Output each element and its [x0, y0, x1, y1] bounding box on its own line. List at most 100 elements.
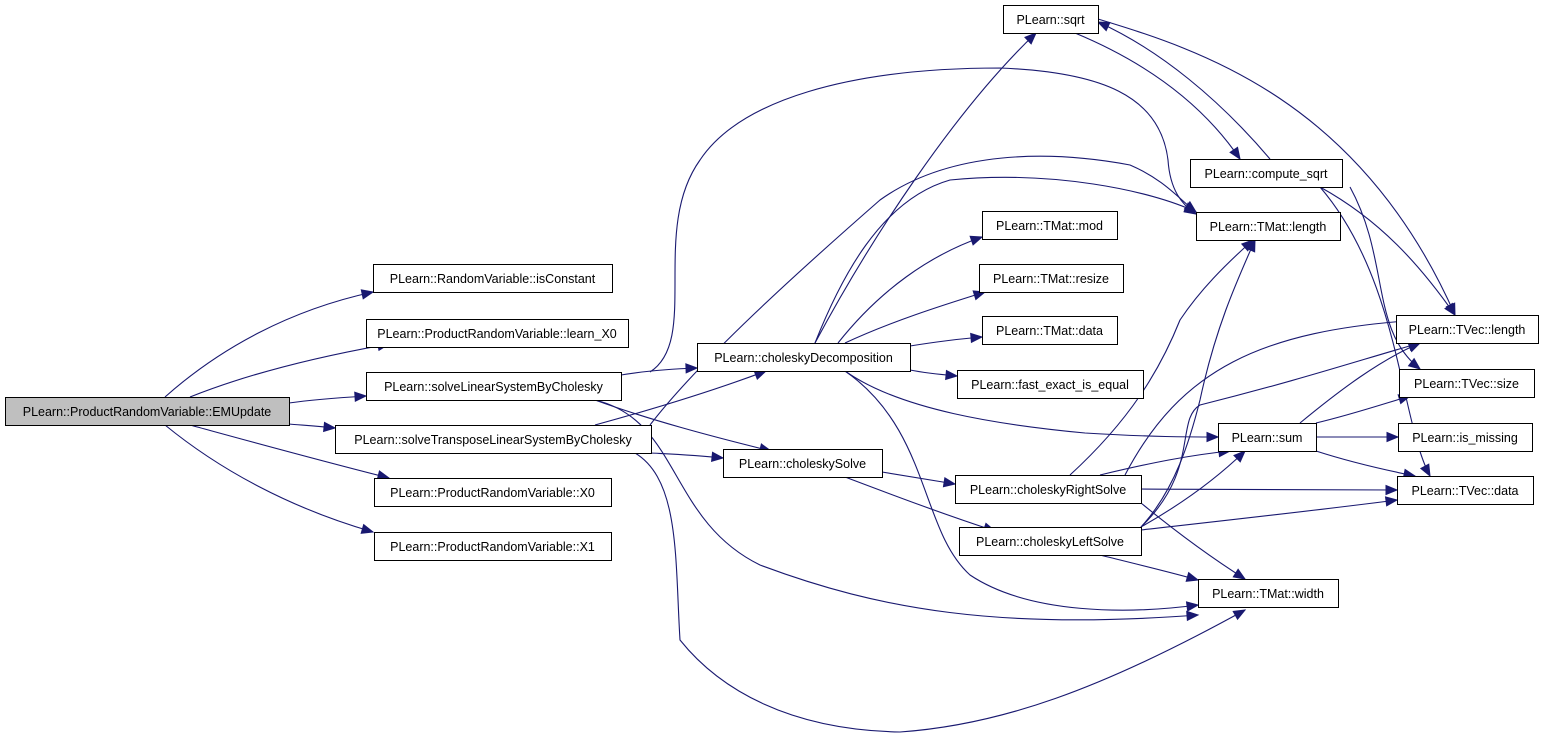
edge-line: [1140, 239, 1256, 528]
node-label: PLearn::TMat::resize: [993, 272, 1109, 286]
edge-cholleft-to-tvec_data: [1140, 496, 1399, 531]
node-box: [959, 527, 1142, 556]
edge-line: [1140, 488, 1398, 491]
edge-choldecomp-to-tmat_length: [814, 176, 1198, 344]
node-tmat_resize[interactable]: PLearn::TMat::resize: [979, 264, 1124, 293]
edge-line: [1349, 186, 1421, 370]
edge-compute_sqrt-to-tvec_length: [1319, 186, 1456, 317]
node-label: PLearn::TMat::data: [996, 324, 1103, 338]
node-label: PLearn::fast_exact_is_equal: [971, 378, 1129, 392]
edge-line: [1315, 450, 1416, 477]
arrow-head: [1232, 568, 1247, 580]
arrow-head: [1183, 202, 1198, 213]
node-slsbc[interactable]: PLearn::solveLinearSystemByCholesky: [366, 372, 622, 401]
node-label: PLearn::choleskyRightSolve: [970, 483, 1126, 497]
node-box: [1003, 5, 1099, 34]
arrow-head: [1185, 571, 1200, 582]
arrow-head: [1386, 431, 1400, 443]
edge-compute_sqrt-to-sqrt: [1096, 21, 1271, 160]
node-label: PLearn::RandomVariable::isConstant: [390, 272, 596, 286]
edge-cholleft-to-tmat_width: [1099, 554, 1200, 582]
node-box: [1396, 315, 1539, 344]
arrow-head: [969, 235, 984, 246]
arrow-head: [1229, 146, 1241, 161]
edge-emupdate-to-stlsbc: [288, 421, 337, 433]
node-x0[interactable]: PLearn::ProductRandomVariable::X0: [374, 478, 612, 507]
node-box: [1399, 369, 1535, 398]
node-isconstant[interactable]: PLearn::RandomVariable::isConstant: [373, 264, 613, 293]
edge-cholleft-to-sum: [1140, 450, 1246, 528]
edge-choldecomp-to-sqrt: [814, 32, 1037, 344]
node-box: [982, 316, 1118, 345]
arrow-head: [354, 391, 368, 402]
edge-line: [844, 476, 996, 532]
node-emupdate[interactable]: PLearn::ProductRandomVariable::EMUpdate: [5, 397, 290, 426]
node-learn_x0[interactable]: PLearn::ProductRandomVariable::learn_X0: [366, 319, 629, 348]
edge-line: [1140, 499, 1398, 531]
node-box: [374, 478, 612, 507]
node-box: [1196, 212, 1341, 241]
edge-line: [164, 291, 374, 398]
node-label: PLearn::solveTransposeLinearSystemByChol…: [354, 433, 632, 447]
node-tvec_size[interactable]: PLearn::TVec::size: [1399, 369, 1535, 398]
edge-cholright-to-tvec_data: [1140, 484, 1399, 496]
arrow-head: [1245, 238, 1256, 253]
edge-sqrt-to-compute_sqrt: [1074, 32, 1241, 161]
edge-compute_sqrt-to-tvec_size: [1349, 186, 1422, 370]
arrow-head: [1407, 342, 1422, 353]
edge-line: [844, 291, 986, 344]
node-tmat_length[interactable]: PLearn::TMat::length: [1196, 212, 1341, 241]
node-is_missing[interactable]: PLearn::is_missing: [1398, 423, 1533, 452]
node-choldecomp[interactable]: PLearn::choleskyDecomposition: [697, 343, 911, 372]
node-label: PLearn::sqrt: [1016, 13, 1085, 27]
edge-line: [814, 32, 1037, 344]
edge-line: [814, 176, 1197, 344]
edge-line: [189, 424, 390, 479]
node-box: [373, 264, 613, 293]
edge-line: [649, 67, 1197, 373]
arrow-head: [1206, 431, 1220, 443]
node-box: [697, 343, 911, 372]
arrow-head: [1186, 610, 1200, 622]
node-box: [366, 319, 629, 348]
node-compute_sqrt[interactable]: PLearn::compute_sqrt: [1190, 159, 1343, 188]
node-sqrt[interactable]: PLearn::sqrt: [1003, 5, 1099, 34]
edge-slsbc-to-choldecomp: [620, 363, 699, 376]
node-cholleft[interactable]: PLearn::choleskyLeftSolve: [959, 527, 1142, 556]
edge-layer: [164, 18, 1456, 733]
arrow-head: [1096, 21, 1111, 32]
arrow-head: [1444, 302, 1456, 317]
edge-line: [1299, 342, 1421, 424]
node-cholright[interactable]: PLearn::choleskyRightSolve: [955, 475, 1142, 504]
node-box: [366, 372, 622, 401]
node-tvec_data[interactable]: PLearn::TVec::data: [1397, 476, 1534, 505]
node-label: PLearn::TMat::length: [1210, 220, 1327, 234]
node-tmat_data[interactable]: PLearn::TMat::data: [982, 316, 1118, 345]
node-box: [1397, 476, 1534, 505]
node-stlsbc[interactable]: PLearn::solveTransposeLinearSystemByChol…: [335, 425, 652, 454]
edge-emupdate-to-x1: [164, 424, 375, 534]
edge-emupdate-to-slsbc: [288, 391, 368, 404]
edge-line: [288, 395, 367, 404]
edge-line: [1097, 18, 1456, 316]
node-box: [955, 475, 1142, 504]
node-tvec_length[interactable]: PLearn::TVec::length: [1396, 315, 1539, 344]
edge-line: [1124, 319, 1421, 476]
node-label: PLearn::choleskyDecomposition: [714, 351, 893, 365]
edge-choldecomp-to-sum: [844, 370, 1220, 443]
edge-line: [1074, 32, 1241, 160]
node-tmat_mod[interactable]: PLearn::TMat::mod: [982, 211, 1118, 240]
node-fast_exact[interactable]: PLearn::fast_exact_is_equal: [957, 370, 1144, 399]
edge-choldecomp-to-tmat_data: [909, 332, 984, 347]
edge-choldecomp-to-tmat_resize: [844, 290, 987, 344]
edge-stlsbc-to-choldecomp: [594, 370, 768, 426]
arrow-head: [1185, 601, 1200, 612]
node-box: [1398, 423, 1533, 452]
edge-cholright-to-tmat_width: [1140, 502, 1247, 580]
node-sum[interactable]: PLearn::sum: [1218, 423, 1317, 452]
node-label: PLearn::ProductRandomVariable::EMUpdate: [23, 405, 272, 419]
node-tmat_width[interactable]: PLearn::TMat::width: [1198, 579, 1339, 608]
node-x1[interactable]: PLearn::ProductRandomVariable::X1: [374, 532, 612, 561]
arrow-head: [1384, 496, 1399, 507]
node-cholsolve[interactable]: PLearn::choleskySolve: [723, 449, 883, 478]
